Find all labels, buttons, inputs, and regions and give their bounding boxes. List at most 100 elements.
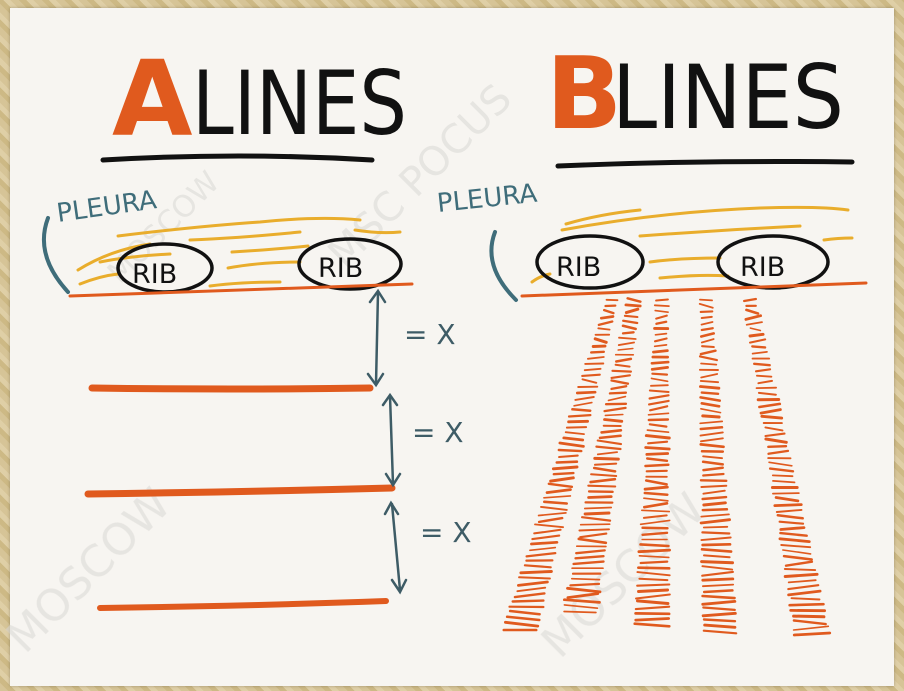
a-line-3 — [100, 601, 386, 608]
b-line-dash — [649, 420, 668, 421]
b-line-dash — [639, 550, 670, 552]
b-line-dash — [553, 467, 577, 469]
b-line-dash — [794, 626, 829, 630]
b-line-dash — [596, 447, 620, 449]
b-line-dash — [527, 553, 556, 556]
b-line-dash — [702, 572, 733, 576]
b-line-dash — [595, 339, 606, 343]
b-line-dash — [704, 555, 730, 557]
b-line-dash — [781, 528, 804, 530]
b-line-dash — [639, 579, 667, 580]
b-line-dash — [750, 339, 765, 342]
b-line-dash — [521, 572, 552, 573]
b-line-dash — [625, 316, 638, 317]
b-line-dash — [605, 420, 622, 422]
b-line-dash — [594, 468, 615, 471]
b-line-dash — [652, 378, 668, 381]
b-line-dash — [619, 343, 634, 346]
b-line-dash — [780, 539, 809, 542]
b-line-dash — [588, 357, 604, 359]
b-line-dash — [766, 439, 786, 442]
b-line-dash — [647, 471, 667, 472]
b-line-dash — [530, 548, 555, 551]
b-line-dash — [703, 509, 727, 510]
b-line-dash — [572, 579, 600, 580]
b-line-dash — [649, 401, 669, 405]
b-line-dash — [747, 322, 762, 325]
b-line-dash — [638, 601, 668, 604]
b-line-dash — [778, 515, 803, 518]
b-line-dash — [598, 441, 621, 445]
b-line-dash — [544, 502, 566, 504]
b-line-dash — [645, 493, 668, 495]
b-line-dash — [554, 473, 574, 474]
b-line-dash — [701, 311, 713, 312]
b-line-dash — [616, 365, 630, 367]
b-line-dash — [577, 392, 595, 393]
b-line-dash — [773, 493, 799, 494]
b-line-dash — [785, 569, 815, 570]
b-line-dash — [636, 595, 670, 599]
b-line-dash — [768, 446, 786, 447]
b-line-dash — [595, 458, 619, 459]
b-line-dash — [557, 462, 577, 463]
b-line-dash — [589, 497, 612, 498]
b-line-dash — [616, 359, 631, 362]
b-line-dash — [626, 309, 637, 312]
b-line-dash — [560, 443, 584, 446]
b-line-dash — [744, 299, 756, 301]
b-line-dash — [591, 479, 615, 482]
b-line-dash — [647, 459, 667, 461]
a-spacing-label-2: = X — [412, 416, 464, 449]
b-line-dash — [583, 379, 597, 383]
b-line-dash — [762, 416, 782, 418]
b-line-dash — [770, 469, 793, 472]
b-line-dash — [776, 498, 798, 501]
b-line-dash — [701, 409, 721, 413]
b-line-dash — [588, 486, 615, 487]
b-line-dash — [574, 403, 592, 406]
b-line-dash — [549, 484, 572, 487]
b-line-dash — [652, 367, 667, 369]
b-line-dash — [572, 409, 590, 410]
b-line-dash — [653, 351, 667, 353]
a-line-1 — [92, 388, 370, 389]
b-line-dash — [598, 452, 617, 454]
b-line-dash — [647, 454, 668, 455]
a-rib-2-label: RIB — [318, 253, 363, 284]
b-line-dash — [591, 352, 604, 353]
b-line-dash — [704, 468, 723, 470]
b-line-dash — [598, 328, 609, 329]
b-line-dash — [758, 381, 772, 383]
b-line-dash — [626, 305, 640, 306]
b-line-dash — [582, 375, 600, 376]
b-line-dash — [655, 339, 667, 342]
b-line-dash — [704, 620, 735, 622]
b-line-dash — [790, 604, 824, 605]
b-line-dash — [559, 456, 578, 457]
b-line-dash — [703, 596, 735, 598]
b-line-dash — [507, 617, 539, 620]
b-line-dash — [746, 316, 761, 320]
b-line-dash — [703, 585, 733, 587]
b-line-dash — [701, 432, 723, 435]
b-line-dash — [639, 590, 668, 592]
b-line-dash — [773, 481, 795, 483]
b-line-dash — [601, 317, 613, 319]
b-line-dash — [656, 300, 668, 301]
b-line-dash — [539, 518, 562, 522]
b-line-dash — [646, 465, 669, 466]
b-line-dash — [576, 550, 605, 553]
b-line-dash — [591, 474, 616, 476]
b-line-dash — [792, 598, 820, 599]
b-line-dash — [647, 430, 668, 432]
b-line-dash — [544, 496, 571, 498]
b-line-dash — [784, 556, 812, 559]
b-line-dash — [656, 334, 667, 335]
b-line-dash — [646, 481, 666, 485]
b-line-dash — [746, 310, 758, 314]
b-line-dash — [756, 369, 770, 371]
b-line-dash — [570, 584, 599, 586]
b-line-dash — [700, 304, 713, 308]
